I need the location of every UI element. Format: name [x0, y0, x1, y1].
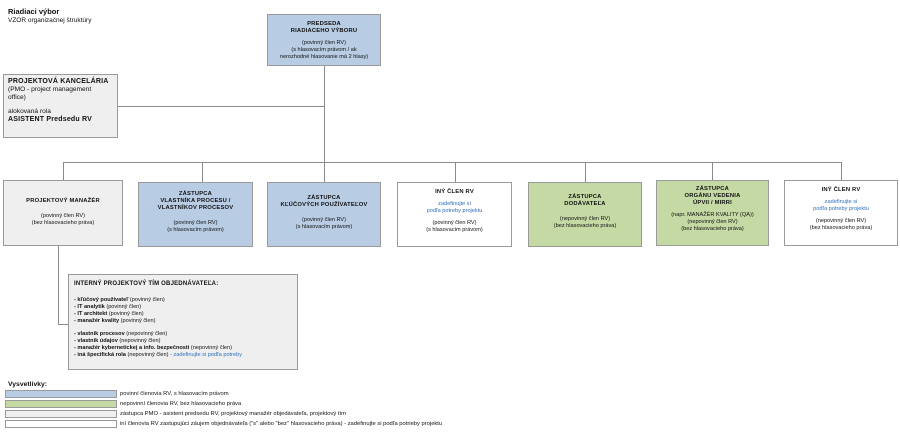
- member-detail-2: (s hlasovacím právom): [426, 227, 483, 233]
- chair-detail-3: nerozhodné hlasovanie má 2 hlasy): [279, 54, 369, 60]
- member-detail-2: (bez hlasovacieho práva): [681, 226, 744, 232]
- member-key-users: ZÁSTUPCA KĽÚČOVÝCH POUŽÍVATEĽOV (povinný…: [267, 182, 381, 247]
- member-detail-2: (bez hlasovacieho práva): [809, 225, 873, 231]
- team-item: - iná špecifická rola (nepovinný člen) -…: [74, 352, 242, 358]
- team-item: - manažér kybernetickej a info. bezpečno…: [74, 345, 232, 351]
- connector-drop-1: [63, 162, 64, 180]
- connector-drop-5: [585, 162, 586, 182]
- member-detail-1: (nepovinný člen RV): [687, 219, 738, 225]
- connector-chair-down: [324, 66, 325, 163]
- team-title: INTERNÝ PROJEKTOVÝ TÍM OBJEDNÁVATEĽA:: [74, 281, 219, 287]
- connector-drop-7: [841, 162, 842, 180]
- team-item: - vlastník údajov (nepovinný člen): [74, 338, 161, 344]
- team-item: - vlastník procesov (nepovinný člen): [74, 331, 168, 337]
- member-detail-2: (bez hlasovacieho práva): [553, 223, 617, 229]
- pmo-title: PROJEKTOVÁ KANCELÁRIA: [8, 78, 109, 85]
- member-detail-2: (s hlasovacím právom): [167, 227, 224, 233]
- team-item: - IT architekt (povinný člen): [74, 311, 144, 317]
- team-item: - kľúčový používateľ (povinný člen): [74, 297, 165, 303]
- connector-drop-2: [202, 162, 203, 182]
- connector-pm-team-v: [58, 246, 59, 324]
- chair-box: PREDSEDA RIADIACEHO VÝBORU (povinný člen…: [267, 14, 381, 66]
- member-detail-1: (povinný člen RV): [301, 217, 347, 223]
- member-title: INÝ ČLEN RV: [821, 187, 861, 193]
- member-define-link-2: podľa potreby projektu: [426, 208, 483, 214]
- member-other-voting: INÝ ČLEN RV zadefinujte si podľa potreby…: [397, 182, 512, 247]
- pmo-role: ASISTENT Predsedu RV: [8, 116, 93, 123]
- pmo-detail-1: (PMO - project management: [8, 86, 92, 93]
- member-project-manager: PROJEKTOVÝ MANAŽÉR (povinný člen RV) (be…: [3, 180, 123, 246]
- member-title-line3: VLASTNÍKOV PROCESOV: [157, 205, 234, 211]
- connector-pmo: [118, 106, 324, 107]
- member-detail-2: (s hlasovacím právom): [295, 224, 353, 230]
- member-detail-2: (bez hlasovacieho práva): [31, 220, 95, 226]
- member-title-line1: ZÁSTUPCA: [568, 194, 602, 200]
- member-process-owner: ZÁSTUPCA VLASTNÍKA PROCESU / VLASTNÍKOV …: [138, 182, 253, 247]
- member-detail-1: (nepovinný člen RV): [559, 216, 611, 222]
- member-title-line2: DODÁVATEĽA: [564, 201, 606, 207]
- legend-text: iní členovia RV zastupujúci záujem objed…: [120, 421, 443, 427]
- legend-swatch-white: [5, 420, 117, 428]
- pmo-detail-2: office): [8, 94, 26, 101]
- member-title-line1: ZÁSTUPCA: [695, 186, 730, 192]
- member-example: (napr. MANAŽÉR KVALITY (QA)): [671, 212, 754, 218]
- member-supplier: ZÁSTUPCA DODÁVATEĽA (nepovinný člen RV) …: [528, 182, 642, 247]
- member-title-line1: ZÁSTUPCA: [178, 191, 213, 197]
- member-define-link-1: zadefinujte si: [824, 199, 858, 205]
- internal-team-box: INTERNÝ PROJEKTOVÝ TÍM OBJEDNÁVATEĽA: - …: [68, 274, 298, 370]
- connector-drop-4: [455, 162, 456, 182]
- page-title: Riadiaci výbor: [8, 7, 60, 16]
- member-detail-1: (povinný člen RV): [40, 213, 86, 219]
- member-title: PROJEKTOVÝ MANAŽÉR: [26, 198, 100, 204]
- pmo-detail-3: alokovaná rola: [8, 108, 51, 115]
- member-title-line2: VLASTNÍKA PROCESU /: [160, 198, 231, 204]
- member-title: INÝ ČLEN RV: [435, 189, 474, 195]
- connector-drop-3: [324, 162, 325, 182]
- member-title-line1: ZÁSTUPCA: [307, 195, 341, 201]
- member-title-line3: ÚPVII / MIRRI: [693, 200, 732, 206]
- pmo-box: PROJEKTOVÁ KANCELÁRIA (PMO - project man…: [3, 74, 118, 138]
- member-define-link-2: podľa potreby projektu: [813, 206, 869, 212]
- legend-swatch-green: [5, 400, 117, 408]
- chair-title-line2: RIADIACEHO VÝBORU: [290, 28, 358, 34]
- legend-text: nepovinní členovia RV, bez hlasovacieho …: [120, 401, 242, 407]
- chair-detail-1: (povinný člen RV): [301, 40, 347, 46]
- member-other-nonvoting: INÝ ČLEN RV zadefinujte si podľa potreby…: [784, 180, 898, 246]
- member-title-line2: ORGÁNU VEDENIA: [684, 193, 741, 199]
- connector-bus: [63, 162, 841, 163]
- member-title-line2: KĽÚČOVÝCH POUŽÍVATEĽOV: [280, 202, 368, 208]
- legend-swatch-blue: [5, 390, 117, 398]
- team-item: - IT analytik (povinný člen): [74, 304, 142, 310]
- legend-text: zástupca PMO - asistent predsedu RV, pro…: [120, 411, 346, 417]
- member-detail-1: (povinný člen RV): [173, 220, 218, 226]
- member-detail-1: (povinný člen RV): [432, 220, 477, 226]
- page-subtitle: VZOR organizačnej štruktúry: [8, 17, 92, 24]
- connector-drop-6: [712, 162, 713, 180]
- member-governing-body: ZÁSTUPCA ORGÁNU VEDENIA ÚPVII / MIRRI (n…: [656, 180, 769, 246]
- team-item: - manažér kvality (povinný člen): [74, 318, 156, 324]
- member-define-link-1: zadefinujte si: [438, 201, 471, 207]
- chair-detail-2: (s hlasovacím právom / ak: [291, 47, 357, 53]
- legend-swatch-grey: [5, 410, 117, 418]
- legend-title: Vysvetlivky:: [8, 381, 48, 388]
- member-detail-1: (nepovinný člen RV): [815, 218, 867, 224]
- connector-pm-team-h: [58, 324, 68, 325]
- chair-title-line1: PREDSEDA: [307, 21, 341, 27]
- legend-text: povinní členovia RV, s hlasovacím právom: [120, 391, 229, 397]
